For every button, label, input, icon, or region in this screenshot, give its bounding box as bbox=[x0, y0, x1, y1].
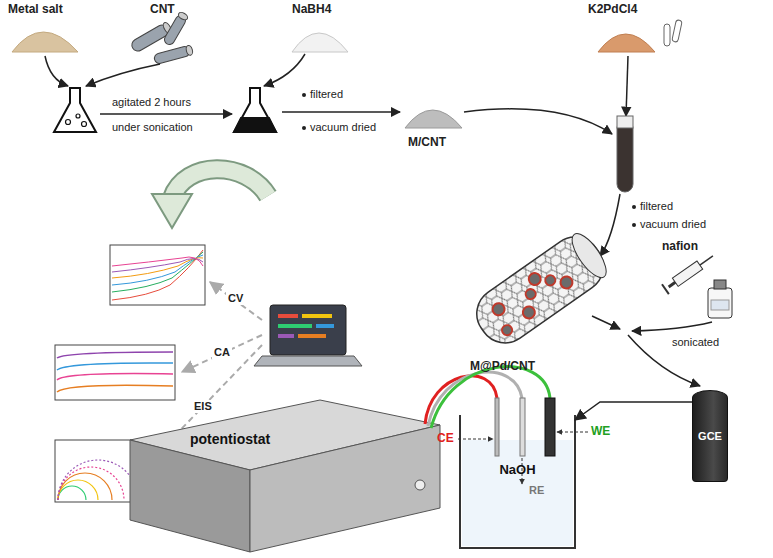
label-text: M/CNT bbox=[408, 136, 446, 149]
leader-arrow bbox=[458, 432, 588, 484]
cnt-icon bbox=[130, 11, 194, 64]
test-tube bbox=[617, 120, 633, 192]
laptop bbox=[254, 305, 362, 366]
label-text: under sonication bbox=[112, 121, 193, 134]
label-text: vacuum dried bbox=[310, 121, 376, 134]
eis-plot bbox=[55, 440, 140, 502]
potentiostat-label-area: potentiostat bbox=[190, 431, 279, 451]
syringe bbox=[662, 251, 716, 294]
electrochemical-cell bbox=[460, 398, 575, 548]
label-text: EIS bbox=[192, 400, 214, 413]
m-cnt-powder bbox=[405, 110, 462, 128]
label-text: CE bbox=[437, 432, 454, 445]
process-arrow bbox=[45, 54, 712, 386]
process-connector bbox=[575, 402, 692, 420]
cv-plot bbox=[110, 245, 205, 305]
label-text: sonicated bbox=[672, 336, 719, 349]
k2pdcl4-powder bbox=[598, 34, 655, 52]
electrochemical-cell-node: NaOH bbox=[460, 412, 575, 548]
label-text: Metal salt bbox=[8, 3, 63, 16]
label-text: filtered bbox=[640, 200, 673, 213]
metal-salt-powder bbox=[12, 32, 78, 52]
label-text: CA bbox=[212, 346, 232, 359]
node-text: NaOH bbox=[460, 462, 575, 477]
gce-electrode: GCE bbox=[692, 390, 728, 482]
nabh4-powder bbox=[292, 33, 348, 52]
return-arrow bbox=[152, 169, 268, 228]
label-text: CNT bbox=[150, 3, 175, 16]
label-text: M@Pd/CNT bbox=[470, 360, 535, 373]
nanotube-catalyst bbox=[467, 227, 614, 353]
label-text: RE bbox=[529, 484, 544, 497]
label-text: vacuum dried bbox=[640, 218, 706, 231]
flask bbox=[54, 88, 96, 132]
test-tube-top bbox=[617, 116, 633, 128]
label-text: NaBH4 bbox=[292, 3, 331, 16]
label-text: agitated 2 hours bbox=[112, 96, 191, 109]
nafion-bottle bbox=[708, 280, 732, 318]
label-text: filtered bbox=[310, 88, 343, 101]
test-tubes-icon bbox=[664, 20, 682, 46]
label-text: WE bbox=[591, 425, 610, 438]
flask bbox=[234, 88, 276, 132]
potentiostat-box bbox=[130, 400, 440, 552]
electrode-wire bbox=[425, 367, 550, 428]
label-text: nafion bbox=[662, 240, 698, 253]
bullet bbox=[302, 93, 636, 227]
label-text: K2PdCl4 bbox=[588, 3, 637, 16]
node-text: GCE bbox=[698, 430, 722, 442]
ca-plot bbox=[55, 345, 175, 400]
label-text: CV bbox=[226, 292, 245, 305]
node-text: potentiostat bbox=[190, 431, 279, 447]
